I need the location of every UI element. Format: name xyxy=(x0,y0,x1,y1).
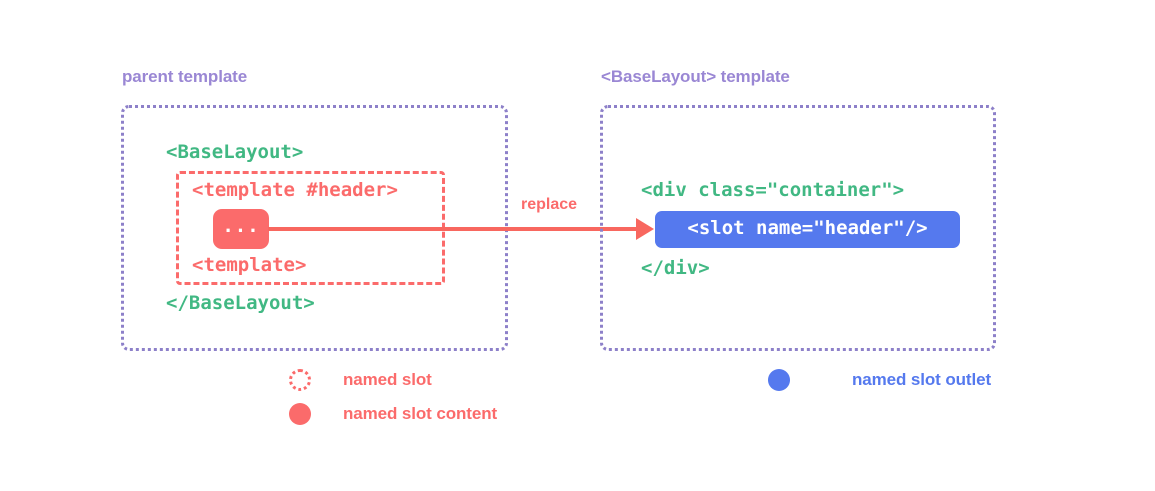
legend-item-named-slot-outlet: named slot outlet xyxy=(768,369,991,391)
ellipsis-text: ... xyxy=(222,215,260,237)
code-div-close-tag: </div> xyxy=(641,257,710,279)
legend-label-named-slot: named slot xyxy=(343,370,432,389)
slot-outlet-code-text: <slot name="header"/> xyxy=(687,217,928,239)
named-slot-content-chip: ... xyxy=(213,209,269,249)
replace-label: replace xyxy=(521,196,578,213)
filled-circle-icon xyxy=(289,403,311,425)
code-baselayout-open-tag: <BaseLayout> xyxy=(166,141,304,163)
named-slot-outlet-chip: <slot name="header"/> xyxy=(655,211,960,248)
code-div-open-tag: <div class="container"> xyxy=(641,179,905,201)
code-baselayout-close-tag: </BaseLayout> xyxy=(166,292,315,314)
parent-template-label: parent template xyxy=(122,67,248,86)
legend-label-named-slot-outlet: named slot outlet xyxy=(852,370,992,389)
baselayout-template-panel xyxy=(600,105,996,351)
dotted-circle-icon xyxy=(289,369,311,391)
replace-connector-line xyxy=(268,227,640,231)
baselayout-template-label: <BaseLayout> template xyxy=(601,67,790,86)
filled-circle-icon xyxy=(768,369,790,391)
legend-item-named-slot: named slot xyxy=(289,369,432,391)
legend-item-named-slot-content: named slot content xyxy=(289,403,497,425)
legend-label-named-slot-content: named slot content xyxy=(343,404,498,423)
code-template-header-open-tag: <template #header> xyxy=(192,179,398,201)
code-template-close-tag: <template> xyxy=(192,254,307,276)
replace-arrow-icon xyxy=(636,218,654,240)
